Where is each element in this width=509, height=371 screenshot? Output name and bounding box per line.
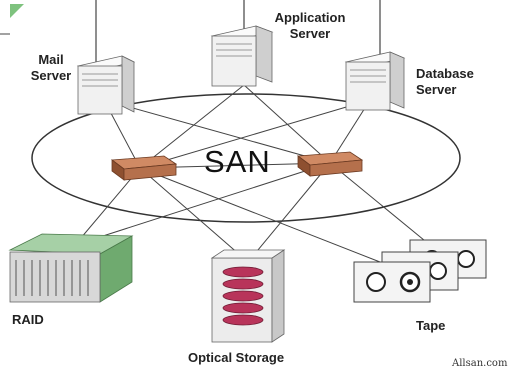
- tape-label: Tape: [416, 318, 446, 333]
- watermark: Allsan.com: [452, 358, 508, 369]
- application-server-icon: [210, 25, 274, 87]
- san-ring: [31, 93, 461, 223]
- application-server-label-line1: Application: [274, 10, 346, 25]
- optical-storage-label: Optical Storage: [188, 350, 285, 365]
- database-server-label-line1: Database: [416, 66, 474, 81]
- mail-server-label-line2: Server: [30, 68, 72, 83]
- application-server-label: Application Server: [258, 10, 362, 42]
- database-server-label-line2: Server: [416, 82, 457, 97]
- mail-server-label: Mail Server: [20, 52, 82, 84]
- tape-library-icon: [353, 239, 487, 303]
- mail-server-label-line1: Mail: [38, 52, 64, 67]
- optical-storage-icon: [210, 249, 286, 343]
- san-switch-icon: [110, 155, 178, 181]
- raid-label: RAID: [12, 312, 44, 327]
- database-server-icon: [344, 51, 406, 111]
- application-server-label-line2: Server: [289, 26, 331, 41]
- corner-mark-icon: [10, 4, 24, 18]
- database-server-label: Database Server: [416, 66, 474, 98]
- san-label: SAN: [204, 144, 271, 179]
- raid-array-icon: [8, 233, 134, 303]
- mail-server-icon: [76, 55, 136, 115]
- san-switch-icon: [296, 151, 364, 177]
- uplink-lines: [95, 0, 381, 62]
